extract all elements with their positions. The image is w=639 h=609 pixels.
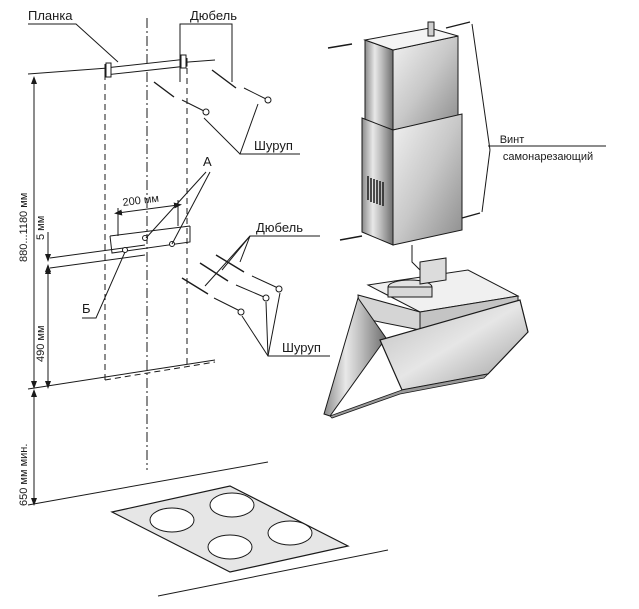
mid-screw-2 [213,297,241,312]
mid-fasteners [181,254,283,316]
power-cable [411,245,421,271]
mounting-bracket [104,54,188,78]
screw-top-left [327,43,353,49]
hood-bracket-bottom [49,254,146,269]
top-dowel-1 [211,69,237,89]
label-vint-2: самонарезающий [503,151,593,163]
mid-screw-3 [251,275,279,289]
leader-dyubel-mid [221,235,320,271]
label-shurup-top: Шуруп [254,138,293,153]
hood-bracket-upper [109,225,191,237]
mid-screw-1 [235,284,265,298]
leader-a-1 [145,171,207,239]
mid-dowel-3 [215,254,245,273]
leader-shurup-top-2 [203,117,241,155]
cooktop [110,485,350,573]
top-screw-1 [243,87,269,101]
label-dyubel-top: Дюбель [190,8,237,23]
label-dyubel-mid: Дюбель [256,220,303,235]
chimney-bottom-dash [104,361,216,381]
leader-shurup-mid-2 [241,315,269,357]
top-screw-2 [181,99,207,113]
lower-chimney [361,113,463,246]
top-dowel-2 [153,81,175,98]
mid-screw-3-head [275,285,283,293]
leader-b [82,251,126,319]
leader-dyubel-top [190,23,233,82]
burner-3 [207,534,253,560]
mount-hole-b [122,247,128,253]
hood-bracket-top [49,244,146,259]
burner-2 [209,492,255,518]
mid-dowel-2 [181,277,209,295]
hood-bracket-box [109,226,191,254]
junction-box [419,257,447,285]
dim-height-range-text: 880...1180 мм [18,193,30,262]
leader-dyubel-mid-2 [239,235,251,263]
dim-5-text: 5 мм [35,216,47,240]
label-planka: Планка [28,8,73,23]
glass-panel [379,299,529,391]
chimney-screws [327,21,481,241]
leader-dyubel-top-2 [179,23,190,82]
mid-dowel-1 [199,262,229,282]
top-fasteners [153,69,272,116]
leader-a-2 [171,171,211,245]
leader-shurup-mid-3 [267,292,281,357]
mid-screw-1-head [262,294,270,302]
upper-chimney [363,21,459,131]
dim-490-text: 490 мм [35,325,47,362]
dim-200-text: 200 мм [122,193,160,209]
screw-bottom-right [461,212,481,219]
wall-scheme: 200 мм 880...1180 мм 5 мм 490 мм 650 мм … [18,8,389,597]
mid-screw-2-head [237,308,245,316]
label-vint-1: Винт [500,134,525,146]
leader-vint-top [471,23,491,151]
top-screw-2-head [202,108,210,116]
burner-4 [267,520,313,546]
burner-1 [149,507,195,533]
counter-edge-line [157,549,389,597]
hood-body [323,257,529,419]
leader-planka [28,23,119,63]
screw-top-right [445,21,471,29]
screw-bottom-left [339,235,363,241]
hood-bottom-line [27,359,216,390]
hood-assembly: Винт самонарезающий [323,21,606,419]
top-screw-1-head [264,96,272,104]
mount-hole-a1 [142,235,148,241]
label-shurup-mid: Шуруп [282,340,321,355]
label-point-b: Б [82,301,91,316]
leader-dyubel-mid-3 [204,235,251,287]
dim-650-text: 650 мм мин. [18,444,30,506]
leader-vint-bottom [481,149,491,213]
label-point-a: А [203,154,212,169]
dim-200-line [114,202,182,216]
vent-grille [367,176,384,206]
hob-level-line [27,461,269,506]
